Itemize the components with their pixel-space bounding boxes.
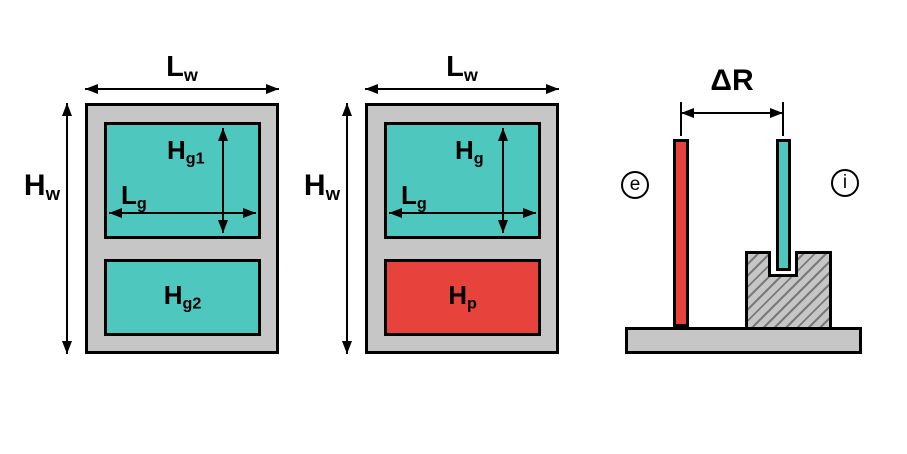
left-glazing-top bbox=[104, 122, 261, 239]
middle-wall-width-arrow bbox=[365, 88, 559, 90]
offset-extension-line-left bbox=[680, 102, 682, 136]
middle-wall-height-label: Hw bbox=[298, 169, 346, 205]
middle-opaque-panel bbox=[384, 259, 541, 336]
offset-label: ΔR bbox=[710, 64, 754, 97]
left-wall-height-label: Hw bbox=[18, 169, 66, 205]
label-sub: w bbox=[325, 183, 341, 205]
left-wall-height-arrow bbox=[66, 103, 68, 354]
label-base: H bbox=[167, 135, 186, 165]
label-sub: w bbox=[463, 65, 478, 86]
offset-extension-line-right bbox=[782, 102, 784, 136]
label-base: H bbox=[303, 169, 326, 202]
interior-pane bbox=[776, 139, 791, 271]
label-base: L bbox=[401, 180, 417, 210]
label-base: H bbox=[448, 280, 467, 310]
middle-panel-height-label: Hp bbox=[384, 281, 541, 313]
middle-glazing-width-arrow bbox=[389, 212, 536, 214]
middle-glazing-height-label: Hg bbox=[455, 136, 484, 168]
interior-marker: i bbox=[831, 169, 859, 197]
label-sub: p bbox=[466, 294, 477, 313]
middle-wall-width-label: Lw bbox=[365, 51, 559, 86]
exterior-marker: e bbox=[621, 171, 649, 199]
label-sub: w bbox=[45, 183, 61, 205]
label-sub: g2 bbox=[182, 294, 202, 313]
label-sub: g bbox=[136, 194, 147, 213]
label-base: H bbox=[23, 169, 46, 202]
left-wall-width-arrow bbox=[85, 88, 279, 90]
interior-marker-letter: i bbox=[842, 172, 848, 193]
label-base: H bbox=[455, 135, 474, 165]
left-glazing-bottom-height-label: Hg2 bbox=[104, 281, 261, 313]
middle-glazing bbox=[384, 122, 541, 239]
middle-glazing-height-arrow bbox=[502, 128, 504, 233]
offset-arrow bbox=[681, 112, 783, 114]
label-sub: g bbox=[416, 194, 427, 213]
left-glazing-width-arrow bbox=[109, 212, 256, 214]
left-glazing-top-height-arrow bbox=[222, 128, 224, 233]
label-base: L bbox=[446, 51, 464, 83]
label-sub: w bbox=[183, 65, 198, 86]
base-plate bbox=[625, 327, 862, 354]
clamping-block bbox=[745, 251, 832, 330]
middle-glazing-width-label: Lg bbox=[401, 181, 427, 213]
exterior-marker-letter: e bbox=[629, 174, 641, 195]
left-glazing-width-label: Lg bbox=[121, 181, 147, 213]
left-wall-width-label: Lw bbox=[85, 51, 279, 86]
label-base: L bbox=[166, 51, 184, 83]
left-glazing-top-height-label: Hg1 bbox=[167, 136, 205, 168]
label-sub: g1 bbox=[185, 149, 205, 168]
left-glazing-bottom bbox=[104, 259, 261, 336]
label-sub: g bbox=[473, 149, 484, 168]
label-base: H bbox=[163, 280, 183, 310]
exterior-pane bbox=[673, 139, 689, 327]
label-base: L bbox=[121, 180, 137, 210]
middle-wall-height-arrow bbox=[346, 103, 348, 354]
